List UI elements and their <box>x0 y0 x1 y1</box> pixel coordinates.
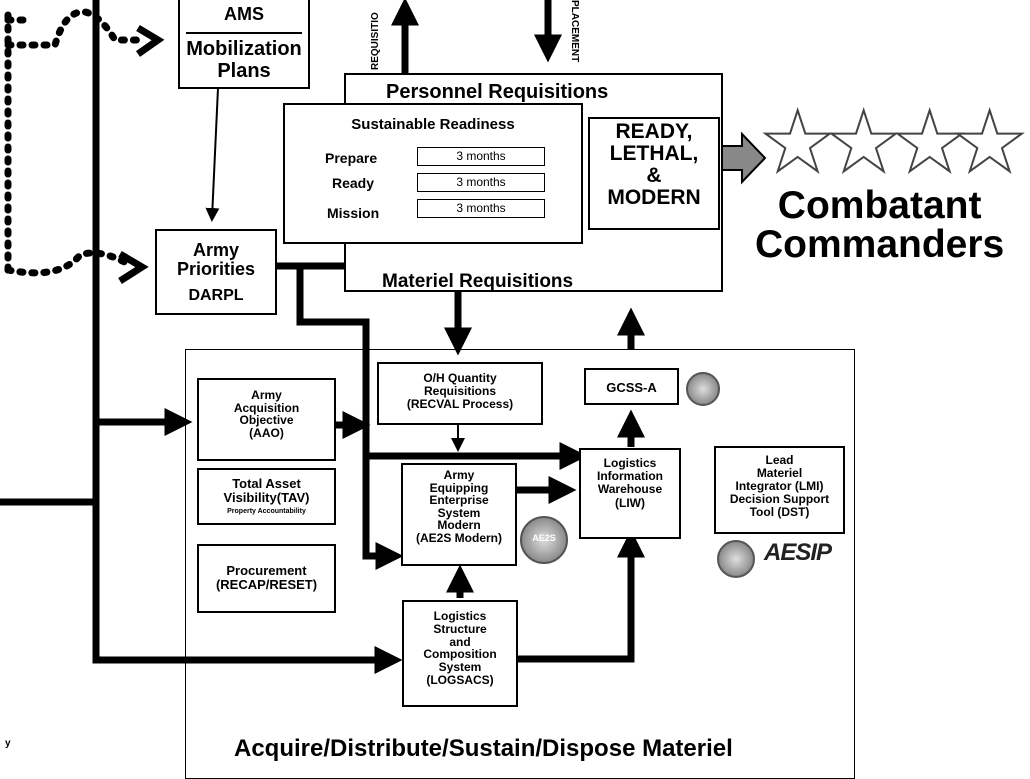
readiness-label-prepare: Prepare <box>325 150 378 166</box>
ae2s-text: Army Equipping Enterprise System Modern … <box>415 468 502 545</box>
gcss-seal-icon <box>686 372 720 406</box>
readiness-value-prepare: 3 months <box>456 149 506 163</box>
materiel-requisitions-title: Materiel Requisitions <box>382 271 574 292</box>
oh-text: O/H Quantity Requisitions (RECVAL Proces… <box>406 371 514 412</box>
requisitions-label: REQUISITIO <box>370 12 381 70</box>
ae2s-box: Army Equipping Enterprise System Modern … <box>401 463 517 566</box>
ae2s-seal-icon: AE2S <box>520 516 568 564</box>
ready-lethal-modern-text: READY, LETHAL, & MODERN <box>607 120 701 210</box>
readiness-label-mission: Mission <box>327 205 380 221</box>
aesip-logo: AESIP <box>764 539 844 567</box>
readiness-label-ready: Ready <box>332 175 375 191</box>
placements-label: PLACEMENT <box>569 0 580 63</box>
corner-mark: y <box>5 738 11 749</box>
combatant-commanders: Combatant Commanders <box>755 184 1005 266</box>
lmi-box: Lead Materiel Integrator (LMI) Decision … <box>714 446 845 534</box>
ams-title: AMS <box>224 4 264 24</box>
lmi-seal-icon <box>717 540 755 578</box>
readiness-value-box-mission: 3 months <box>417 199 545 218</box>
star-icon-2: ★ <box>825 93 902 191</box>
readiness-title: Sustainable Readiness <box>351 116 515 133</box>
star-icon-1: ★ <box>759 93 836 191</box>
logsacs-box: Logistics Structure and Composition Syst… <box>402 600 518 707</box>
star-icon-4: ★ <box>951 93 1028 191</box>
lmi-text: Lead Materiel Integrator (LMI) Decision … <box>729 453 830 519</box>
liw-box: Logistics Information Warehouse (LIW) <box>579 448 681 539</box>
procurement-text: Procurement (RECAP/RESET) <box>215 563 318 593</box>
logsacs-text: Logistics Structure and Composition Syst… <box>423 609 497 688</box>
ams-divider <box>186 32 302 34</box>
personnel-title: Personnel Requisitions <box>386 81 609 103</box>
priorities-title: Army Priorities <box>176 240 256 279</box>
readiness-value-mission: 3 months <box>456 201 506 215</box>
gcss-box: GCSS-A <box>584 368 679 405</box>
tav-title: Total Asset Visibility(TAV) <box>223 476 310 505</box>
dotted-arrowhead-priorities <box>118 250 149 284</box>
tav-sub: Property Accountability <box>227 508 306 515</box>
readiness-box: Sustainable Readiness Prepare 3 months R… <box>283 103 583 244</box>
dotted-feedback-loop <box>4 8 144 277</box>
gray-arrow <box>721 131 767 185</box>
oh-box: O/H Quantity Requisitions (RECVAL Proces… <box>377 362 543 425</box>
star-icon-3: ★ <box>891 93 968 191</box>
dotted-arrowhead-ams <box>135 24 165 57</box>
liw-text: Logistics Information Warehouse (LIW) <box>597 456 663 510</box>
readiness-value-box-ready: 3 months <box>417 173 545 192</box>
ams-subtitle: Mobilization Plans <box>186 38 302 83</box>
aao-text: Army Acquisition Objective (AAO) <box>233 388 300 440</box>
procurement-box: Procurement (RECAP/RESET) <box>197 544 336 613</box>
priorities-box: Army Priorities DARPL <box>155 229 277 315</box>
tav-box: Total Asset Visibility(TAV) Property Acc… <box>197 468 336 525</box>
readiness-value-ready: 3 months <box>456 175 506 189</box>
aao-box: Army Acquisition Objective (AAO) <box>197 378 336 461</box>
ams-box: AMS Mobilization Plans <box>178 0 310 89</box>
priorities-sub: DARPL <box>188 287 244 304</box>
acquire-footer: Acquire/Distribute/Sustain/Dispose Mater… <box>234 735 733 762</box>
gcss-text: GCSS-A <box>606 380 657 395</box>
ae2s-seal-text: AE2S <box>532 533 556 543</box>
aesip-logo-text: AESIP <box>764 539 832 566</box>
ready-lethal-modern-box: READY, LETHAL, & MODERN <box>588 117 720 230</box>
readiness-value-box-prepare: 3 months <box>417 147 545 166</box>
